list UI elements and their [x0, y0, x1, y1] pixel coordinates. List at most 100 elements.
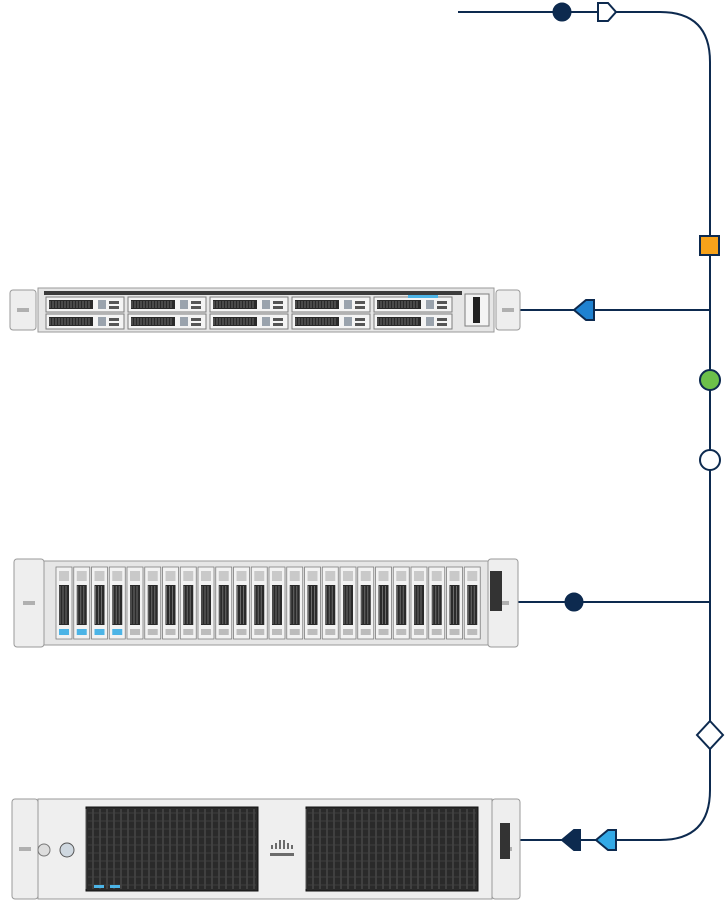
- drive-tab: [147, 629, 158, 635]
- status-led: [94, 885, 104, 888]
- drive-handle: [344, 317, 352, 326]
- drive-grille: [360, 585, 371, 625]
- top-hollow-arrow: [597, 2, 618, 22]
- drive-tab: [449, 629, 460, 635]
- cisco-logo-mark: [17, 308, 29, 312]
- drive-grille: [325, 585, 336, 625]
- drive-handle: [98, 317, 106, 326]
- drive-tab: [165, 629, 176, 635]
- drive-tab: [343, 629, 353, 635]
- drive-latch: [218, 571, 229, 581]
- drive-led: [437, 323, 447, 326]
- drive-led: [437, 301, 447, 304]
- drive-handle: [426, 300, 434, 309]
- drive-led: [273, 323, 283, 326]
- cisco-logo-mark: [497, 601, 509, 605]
- drive-led: [191, 318, 201, 321]
- drive-grille: [112, 585, 123, 625]
- markers: [552, 2, 725, 851]
- server-1u-10-drive: [9, 287, 521, 333]
- front-io-port: [500, 823, 510, 859]
- drive-led: [109, 306, 119, 309]
- drive-tab: [112, 629, 123, 635]
- vent-strip: [44, 291, 462, 295]
- drive-latch: [325, 571, 336, 581]
- drive-grille: [94, 585, 105, 625]
- drive-grille: [218, 585, 229, 625]
- drive-grille: [183, 585, 194, 625]
- drive-latch: [94, 571, 105, 581]
- drive-latch: [360, 571, 371, 581]
- drive-grille: [467, 585, 478, 625]
- cisco-logo-mark: [502, 308, 514, 312]
- honeycomb-panel-left: [85, 806, 259, 892]
- blue-pull-tab: [408, 295, 438, 298]
- green-circle: [699, 369, 721, 391]
- bezel-lock: [59, 842, 75, 858]
- drive-latch: [76, 571, 87, 581]
- drive-led: [109, 318, 119, 321]
- drive-led: [273, 318, 283, 321]
- drive-tab: [59, 629, 69, 635]
- drive-grille: [59, 585, 69, 625]
- drive-led: [109, 301, 119, 304]
- drive-tab: [414, 629, 424, 635]
- drive-tab: [254, 629, 265, 635]
- drive-handle: [180, 317, 188, 326]
- cisco-logo-bar: [291, 845, 293, 849]
- white-circle: [699, 449, 721, 471]
- drive-latch: [236, 571, 247, 581]
- drive-grille: [289, 585, 300, 625]
- drive-grille: [254, 585, 265, 625]
- drive-latch: [254, 571, 265, 581]
- drive-led: [273, 306, 283, 309]
- drive-latch: [289, 571, 300, 581]
- drive-latch: [183, 571, 194, 581]
- drive-led: [355, 301, 365, 304]
- drive-latch: [414, 571, 424, 581]
- server-2u-bezel: [11, 798, 521, 900]
- drive-led: [191, 301, 201, 304]
- drive-latch: [431, 571, 442, 581]
- drive-tab: [325, 629, 336, 635]
- drive-latch: [467, 571, 478, 581]
- drive-latch: [112, 571, 123, 581]
- power-button: [37, 843, 51, 857]
- drive-tab: [431, 629, 442, 635]
- drive-grille: [76, 585, 87, 625]
- cisco-logo-mark: [19, 847, 31, 851]
- front-io-port: [490, 571, 502, 611]
- drive-latch: [343, 571, 353, 581]
- drive-latch: [396, 571, 407, 581]
- drive-led: [355, 323, 365, 326]
- drive-tab: [236, 629, 247, 635]
- drive-grille: [236, 585, 247, 625]
- drive-tab: [272, 629, 282, 635]
- cisco-logo-mark: [23, 601, 35, 605]
- cisco-logo-bar: [283, 840, 285, 849]
- connection-lines: [458, 11, 711, 841]
- trunk-line: [458, 11, 711, 841]
- drive-latch: [59, 571, 69, 581]
- drive-tab: [307, 629, 318, 635]
- cisco-logo-bar: [287, 843, 289, 849]
- drive-grille: [272, 585, 282, 625]
- drive-grille: [307, 585, 318, 625]
- diamond: [695, 719, 725, 751]
- drive-grille: [378, 585, 389, 625]
- drive-latch: [272, 571, 282, 581]
- server-2u-24-drive: [13, 558, 519, 648]
- drive-handle: [180, 300, 188, 309]
- drive-latch: [307, 571, 318, 581]
- drive-tab: [289, 629, 300, 635]
- drive-tab: [467, 629, 478, 635]
- drive-tab: [396, 629, 407, 635]
- drive-handle: [98, 300, 106, 309]
- drive-latch: [165, 571, 176, 581]
- cisco-logo-bar: [275, 843, 277, 849]
- server3-navy-arrow: [560, 829, 581, 851]
- drive-tab: [130, 629, 140, 635]
- top-filled-circle: [552, 2, 572, 22]
- drive-grille: [414, 585, 424, 625]
